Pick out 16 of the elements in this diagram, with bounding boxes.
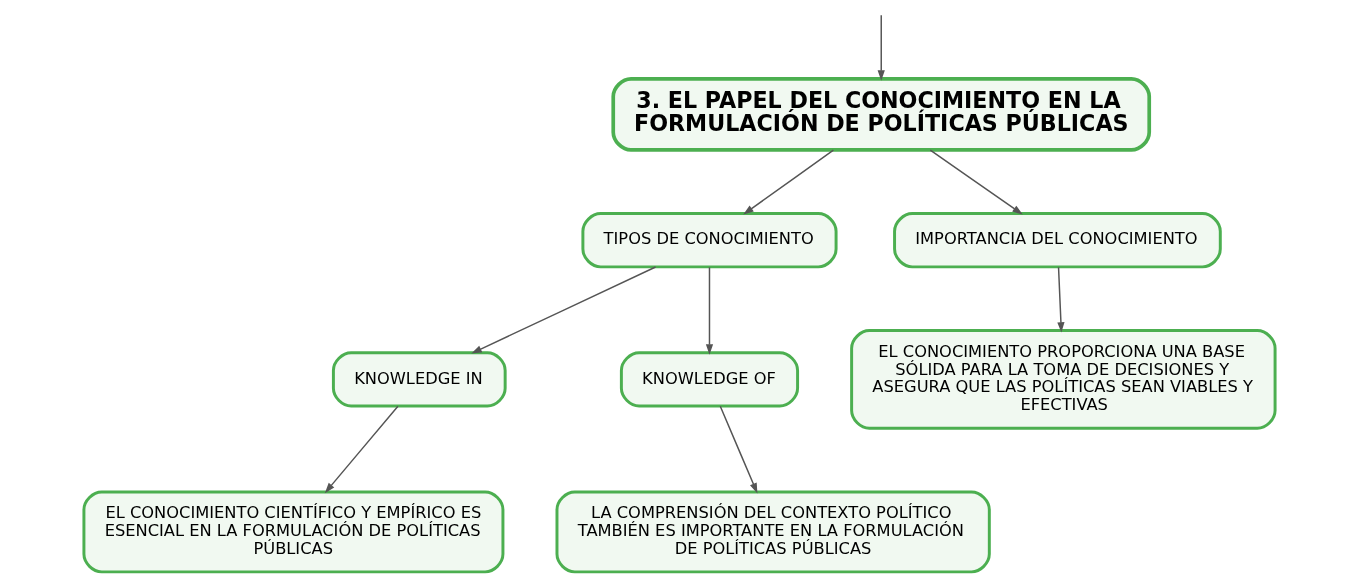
node-box: TIPOS DE CONOCIMIENTO (581, 212, 838, 269)
arrow (743, 149, 835, 215)
node-box: KNOWLEDGE OF (619, 351, 800, 408)
arrow (1057, 266, 1065, 333)
node-box: 3. EL PAPEL DEL CONOCIMIENTO EN LA FORMULACIÓN DE POLÍTICAS PÚBLICAS (611, 77, 1152, 152)
arrow (324, 405, 399, 494)
arrow (705, 266, 714, 355)
node-box: EL CONOCIMIENTO PROPORCIONA UNA BASE SÓLIDA PARA LA TOMA DE DECISIONES Y ASEGURA QUE LAS POLÍTICAS SEAN VIABLES Y EFECTIVAS (850, 329, 1277, 430)
node-box: LA COMPRENSIÓN DEL CONTEXTO POLÍTICO TAMBIÉN ES IMPORTANTE EN LA FORMULACIÓN DE POLÍTICAS PÚBLICAS (555, 490, 991, 574)
arrow (471, 266, 657, 354)
arrow (719, 405, 758, 494)
arrow (929, 149, 1023, 215)
node-box: EL CONOCIMIENTO CIENTÍFICO Y EMPÍRICO ES ESENCIAL EN LA FORMULACIÓN DE POLÍTICAS PÚBLICAS (82, 490, 505, 574)
node-box: IMPORTANCIA DEL CONOCIMIENTO (893, 212, 1222, 269)
node-box: KNOWLEDGE IN (331, 351, 507, 408)
arrow (877, 14, 885, 81)
